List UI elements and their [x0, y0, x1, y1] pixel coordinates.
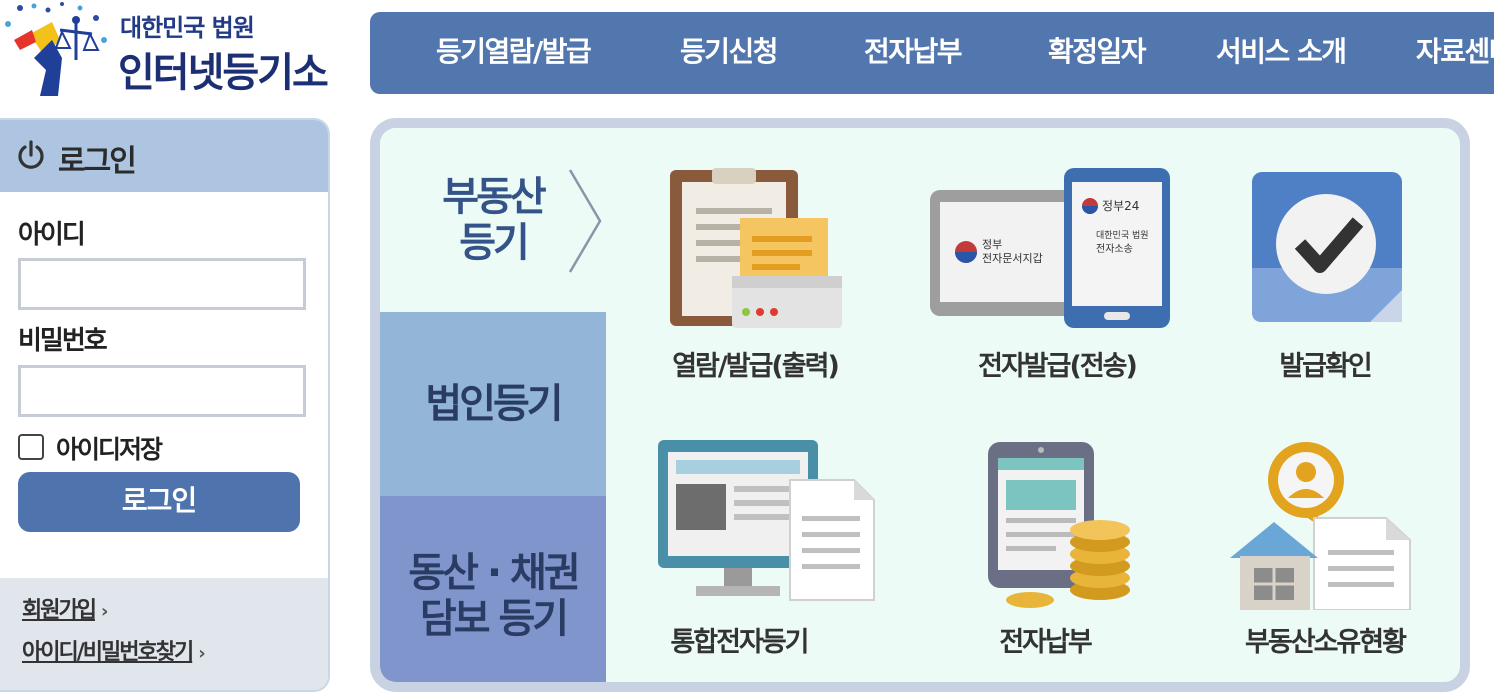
nav-item-electronic-payment[interactable]: 전자납부	[864, 35, 963, 68]
nav-item-fixed-date[interactable]: 확정일자	[1048, 35, 1147, 68]
nav-item-registry-view-issue[interactable]: 등기열람/발급	[436, 35, 592, 68]
category-movable-line2: 담보 등기	[419, 596, 569, 642]
login-footer: 회원가입› 아이디/비밀번호찾기›	[0, 578, 328, 690]
checkmark-icon	[1252, 172, 1402, 322]
login-panel: 로그인 아이디 비밀번호 아이디저장 로그인 회원가입› 아이디/비밀번호찾기›	[0, 118, 330, 692]
category-corporate-label: 법인등기	[425, 381, 563, 427]
login-title: 로그인	[58, 144, 137, 179]
logo-title: 인터넷등기소	[118, 50, 329, 96]
chevron-right-icon	[568, 169, 602, 273]
power-icon	[18, 140, 44, 169]
category-movable-line1: 동산 · 채권	[408, 550, 580, 596]
service-panel: 부동산 등기 법인등기 동산 · 채권 담보 등기	[370, 118, 1470, 692]
id-label: 아이디	[18, 220, 86, 250]
service-issue-verify-label: 발급확인	[1279, 351, 1372, 382]
nav-item-resource-center[interactable]: 자료센터	[1416, 35, 1494, 68]
signup-link-label: 회원가입	[22, 598, 97, 623]
service-electronic-issue[interactable]: 정부 전자문서지갑 정부24 대한민국 법원 전자소송 전자발급(전송)	[930, 168, 1170, 408]
phone-text-1: 정부24	[1102, 199, 1139, 213]
service-property-ownership-label: 부동산소유현황	[1245, 627, 1407, 658]
category-real-estate-line1: 부동산	[442, 174, 546, 220]
screen-text-1: 정부	[982, 238, 1002, 251]
service-integrated-e-registry[interactable]: 통합전자등기	[640, 440, 875, 680]
tablet-phone-icon: 정부 전자문서지갑 정부24 대한민국 법원 전자소송	[930, 168, 1170, 328]
login-button[interactable]: 로그인	[18, 472, 300, 532]
service-view-issue-print-label: 열람/발급(출력)	[672, 351, 840, 382]
phone-text-2: 대한민국 법원	[1096, 230, 1149, 241]
service-electronic-issue-label: 전자발급(전송)	[978, 351, 1138, 382]
category-tab-movable-assets[interactable]: 동산 · 채권 담보 등기	[380, 496, 606, 682]
password-input[interactable]	[18, 365, 306, 417]
service-integrated-e-registry-label: 통합전자등기	[670, 627, 809, 658]
screen-text-2: 전자문서지갑	[982, 252, 1043, 265]
tablet-coins-icon	[988, 442, 1130, 608]
nav-item-registry-apply[interactable]: 등기신청	[680, 35, 779, 68]
nav-item-service-intro[interactable]: 서비스 소개	[1216, 35, 1347, 68]
site-logo[interactable]: 대한민국 법원 인터넷등기소	[0, 0, 340, 100]
service-electronic-payment[interactable]: 전자납부	[930, 440, 1160, 680]
find-id-password-link[interactable]: 아이디/비밀번호찾기›	[22, 634, 206, 666]
court-emblem-icon	[5, 2, 107, 96]
monitor-document-icon	[658, 440, 875, 601]
signup-link[interactable]: 회원가입›	[22, 592, 109, 624]
password-label: 비밀번호	[18, 326, 108, 356]
chevron-right-icon: ›	[198, 643, 206, 664]
service-view-issue-print[interactable]: 열람/발급(출력)	[640, 168, 870, 408]
category-tab-corporate[interactable]: 법인등기	[380, 312, 606, 496]
service-property-ownership[interactable]: 부동산소유현황	[1210, 440, 1440, 680]
category-tab-real-estate[interactable]: 부동산 등기	[380, 128, 606, 312]
id-input[interactable]	[18, 258, 306, 310]
save-id-checkbox[interactable]	[18, 434, 44, 460]
service-electronic-payment-label: 전자납부	[999, 627, 1092, 658]
chevron-right-icon: ›	[100, 601, 109, 622]
category-real-estate-line2: 등기	[459, 220, 530, 266]
phone-text-3: 전자소송	[1096, 243, 1133, 255]
top-navigation: 등기열람/발급 등기신청 전자납부 확정일자 서비스 소개 자료센터	[370, 12, 1494, 94]
logo-subtitle: 대한민국 법원	[120, 14, 255, 42]
save-id-label[interactable]: 아이디저장	[56, 435, 163, 464]
login-header: 로그인	[0, 120, 328, 192]
service-issue-verify[interactable]: 발급확인	[1210, 168, 1440, 408]
house-owner-icon	[1230, 442, 1411, 610]
printer-documents-icon	[670, 168, 842, 328]
find-id-password-label: 아이디/비밀번호찾기	[22, 640, 194, 665]
